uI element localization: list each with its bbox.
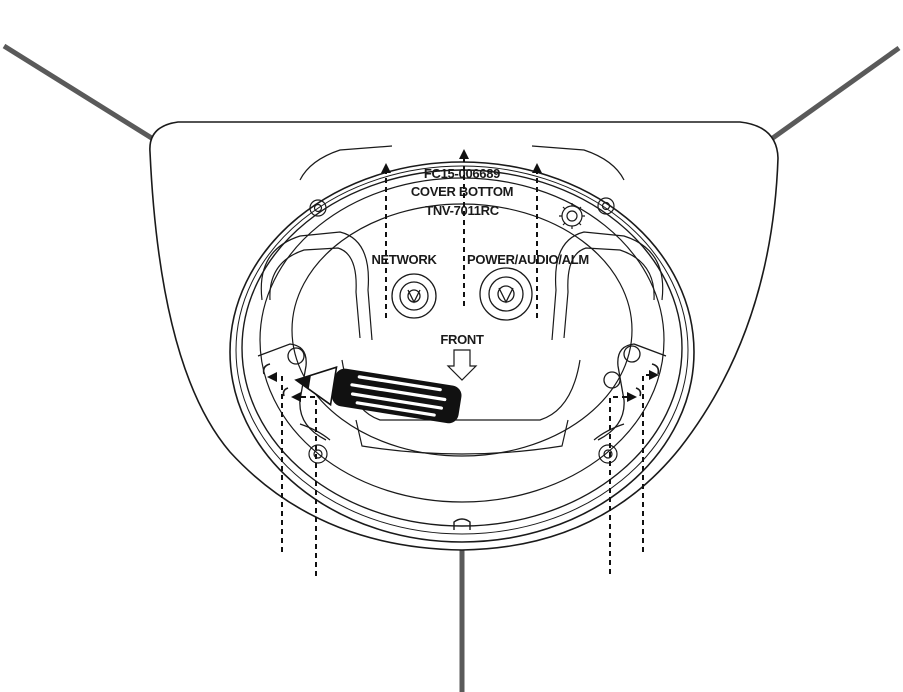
wire-left <box>2 43 160 145</box>
model-label: TNV-7011RC <box>425 203 500 218</box>
mounting-wires <box>2 43 901 692</box>
wire-right <box>768 45 901 143</box>
front-arrow-icon <box>446 349 478 381</box>
guide-lines <box>267 149 659 576</box>
part-labels: FC15-006689 COVER BOTTOM TNV-7011RC NETW… <box>371 166 589 347</box>
arrow-right-icon <box>609 392 637 574</box>
screw-icon <box>308 197 618 464</box>
power-port-label: POWER/AUDIO/ALM <box>467 252 589 267</box>
network-port-label: NETWORK <box>371 252 437 267</box>
gear-seal-icon <box>559 203 585 229</box>
arrow-left-icon <box>267 372 283 552</box>
bottom-notch <box>453 518 471 530</box>
part-name-label: COVER BOTTOM <box>411 184 513 199</box>
network-port <box>391 273 437 319</box>
part-number-label: FC15-006689 <box>424 166 500 181</box>
arrow-left-icon <box>291 392 317 576</box>
arrow-right-icon <box>642 370 659 552</box>
bracket-left <box>257 343 327 441</box>
housing-shell <box>149 121 779 551</box>
power-port <box>479 267 533 321</box>
front-label: FRONT <box>440 332 484 347</box>
pencil-icon <box>294 366 462 424</box>
base-rings <box>229 161 695 543</box>
bracket-right <box>597 343 667 441</box>
